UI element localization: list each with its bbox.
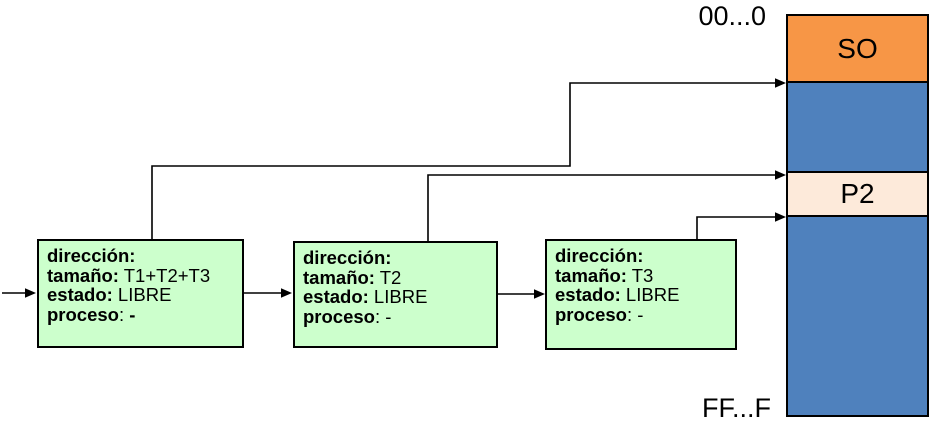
node3-field-estado: estado: LIBRE — [555, 285, 727, 305]
field-label: estado: — [47, 284, 113, 305]
memory-segment-so: SO — [788, 16, 927, 83]
memory-segment-free-top — [788, 83, 927, 173]
memory-segment-p2-label: P2 — [840, 178, 875, 209]
node2-to-node3-arrowhead — [534, 289, 545, 299]
list-head-arrowhead — [25, 288, 36, 298]
node2-field-direccion: dirección: — [303, 248, 488, 268]
node2-field-tamano: tamaño: T2 — [303, 266, 488, 288]
field-label: tamaño: — [555, 264, 627, 286]
node2-field-estado: estado: LIBRE — [303, 287, 488, 307]
field-label: tamaño: — [47, 264, 119, 286]
field-value: LIBRE — [620, 284, 680, 305]
field-value-bold: - — [124, 303, 136, 325]
field-value: : - — [374, 305, 392, 327]
field-value: : - — [626, 303, 644, 325]
field-label: proceso — [555, 303, 627, 325]
field-label: dirección: — [555, 245, 644, 266]
free-block-node-2: dirección: tamaño: T2 estado: LIBRE proc… — [293, 241, 498, 348]
memory-bottom-address-label: FF...F — [702, 393, 771, 423]
memory-segment-p2: P2 — [788, 173, 927, 217]
node2-pointer-arrowhead — [775, 170, 786, 180]
field-label: proceso — [303, 305, 375, 327]
free-block-node-1: dirección: tamaño: T1+T2+T3 estado: LIBR… — [37, 239, 244, 348]
node3-field-tamano: tamaño: T3 — [555, 264, 727, 286]
node1-to-memory-pointer-line — [151, 82, 777, 239]
field-value: LIBRE — [368, 286, 428, 307]
field-label: tamaño: — [303, 266, 375, 288]
node2-field-proceso: proceso: - — [303, 305, 488, 327]
field-label: estado: — [555, 284, 621, 305]
field-value: LIBRE — [112, 284, 172, 305]
node3-field-proceso: proceso: - — [555, 303, 727, 325]
field-label: dirección: — [47, 245, 136, 266]
memory-segment-free-bottom — [788, 217, 927, 415]
field-label: estado: — [303, 286, 369, 307]
node1-to-node2-arrowhead — [281, 288, 292, 298]
node1-field-direccion: dirección: — [47, 246, 234, 266]
node3-pointer-arrowhead — [775, 212, 786, 222]
field-value: : — [118, 303, 125, 325]
memory-segment-so-label: SO — [837, 32, 878, 64]
free-block-node-3: dirección: tamaño: T3 estado: LIBRE proc… — [545, 239, 737, 350]
field-label: proceso — [47, 303, 119, 325]
memory-map: SO P2 — [786, 14, 929, 417]
memory-top-address-label: 00...0 — [698, 1, 766, 31]
node1-pointer-arrowhead — [775, 78, 786, 88]
node1-field-tamano: tamaño: T1+T2+T3 — [47, 264, 234, 286]
field-label: dirección: — [303, 247, 392, 268]
field-value: T2 — [374, 266, 402, 288]
field-value: T3 — [626, 264, 654, 286]
node1-field-estado: estado: LIBRE — [47, 285, 234, 305]
node1-field-proceso: proceso: - — [47, 303, 234, 325]
field-value: T1+T2+T3 — [118, 264, 211, 286]
node3-field-direccion: dirección: — [555, 246, 727, 266]
